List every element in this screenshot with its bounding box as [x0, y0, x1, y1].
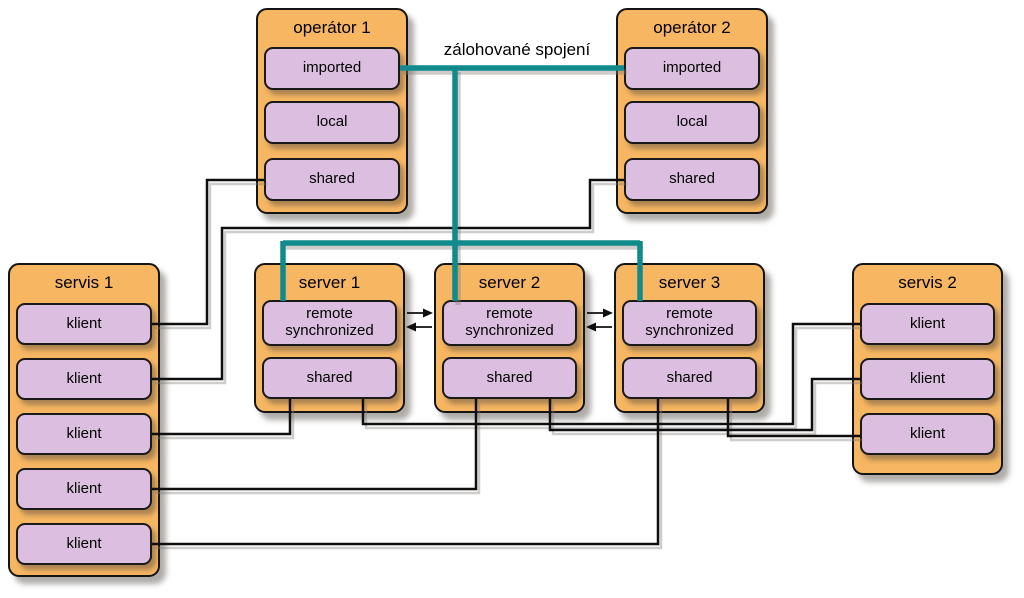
servis1-klient-3: klient: [16, 413, 152, 455]
sync-arrow-server3-to-server2-head: [586, 322, 596, 332]
operator1-title: operátor 1: [293, 18, 371, 37]
server2-remote-synchronized-box: remote synchronized: [442, 300, 577, 346]
servis2-box: servis 2 klient klient klient: [852, 263, 1003, 475]
server2-shared-box: shared: [442, 357, 577, 399]
servis1-klient-4: klient: [16, 468, 152, 510]
operator2-title: operátor 2: [653, 18, 731, 37]
servis1-title: servis 1: [54, 273, 114, 292]
servis1-klient-1: klient: [16, 303, 152, 345]
servis1-box: servis 1 klient klient klient klient kli…: [8, 263, 160, 577]
server1-shared-box: shared: [262, 357, 397, 399]
operator1-shared-box: shared: [264, 158, 400, 201]
operator2-box: operátor 2 imported local shared: [616, 8, 768, 214]
edge-server3-shared-to-servis1-klient5: [152, 399, 660, 546]
operator2-imported-box: imported: [624, 47, 760, 90]
shadow-edge: [155, 403, 481, 495]
edge-operator1-shared-to-servis1-klient1: [152, 178, 264, 326]
sync-arrow-server2-to-server1-head: [406, 322, 416, 332]
servis1-klient-2: klient: [16, 358, 152, 400]
shadow-edge: [155, 182, 267, 330]
server3-box: server 3 remote synchronized shared: [614, 263, 765, 413]
servis2-title: servis 2: [898, 273, 957, 292]
server1-remote-synchronized-box: remote synchronized: [262, 300, 397, 346]
server1-box: server 1 remote synchronized shared: [254, 263, 405, 413]
servis1-klient-5: klient: [16, 523, 152, 565]
server2-title: server 2: [478, 273, 541, 292]
sync-arrow-server2-to-server3-head: [603, 308, 613, 318]
servis2-klient-1: klient: [860, 303, 995, 345]
operator1-local-box: local: [264, 101, 400, 144]
servis2-klient-2: klient: [860, 358, 995, 400]
operator2-local-box: local: [624, 101, 760, 144]
operator1-imported-box: imported: [264, 47, 400, 90]
server3-title: server 3: [658, 273, 721, 292]
shadow-edge: [155, 403, 663, 550]
servis2-klient-3: klient: [860, 413, 995, 455]
operator2-shared-box: shared: [624, 158, 760, 201]
backup-link-label: zálohované spojení: [443, 40, 591, 59]
operator1-box: operátor 1 imported local shared: [256, 8, 408, 214]
server2-box: server 2 remote synchronized shared: [434, 263, 585, 413]
server3-remote-synchronized-box: remote synchronized: [622, 300, 757, 346]
server1-title: server 1: [298, 273, 361, 292]
server3-shared-box: shared: [622, 357, 757, 399]
sync-arrow-server1-to-server2-head: [423, 308, 433, 318]
